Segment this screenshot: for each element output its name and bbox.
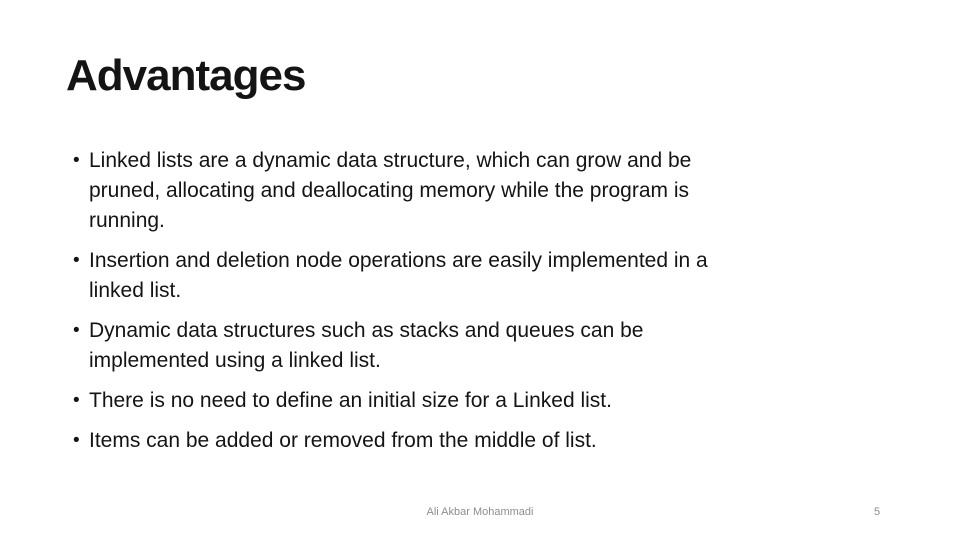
bullet-item: • Linked lists are a dynamic data struct… [68, 146, 880, 236]
bullet-dot: • [73, 430, 80, 451]
bullet-text: Insertion and deletion node operations a… [89, 249, 708, 302]
bullet-dot: • [73, 250, 80, 271]
bullet-item: • There is no need to define an initial … [68, 386, 880, 416]
bullet-dot: • [73, 390, 80, 411]
bullet-text: Linked lists are a dynamic data structur… [89, 149, 692, 232]
slide-title: Advantages [66, 51, 306, 100]
bullet-item: • Dynamic data structures such as stacks… [68, 316, 880, 376]
bullet-dot: • [73, 320, 80, 341]
bullet-dot: • [73, 150, 80, 171]
bullet-item: • Insertion and deletion node operations… [68, 246, 880, 306]
footer-author: Ali Akbar Mohammadi [426, 506, 534, 518]
bullet-item: • Items can be added or removed from the… [68, 426, 880, 456]
bullet-text: Items can be added or removed from the m… [89, 429, 597, 452]
bullet-list: • Linked lists are a dynamic data struct… [68, 146, 880, 456]
slide-number: 5 [874, 506, 881, 518]
bullet-text: There is no need to define an initial si… [89, 389, 612, 412]
bullet-text: Dynamic data structures such as stacks a… [89, 319, 644, 372]
